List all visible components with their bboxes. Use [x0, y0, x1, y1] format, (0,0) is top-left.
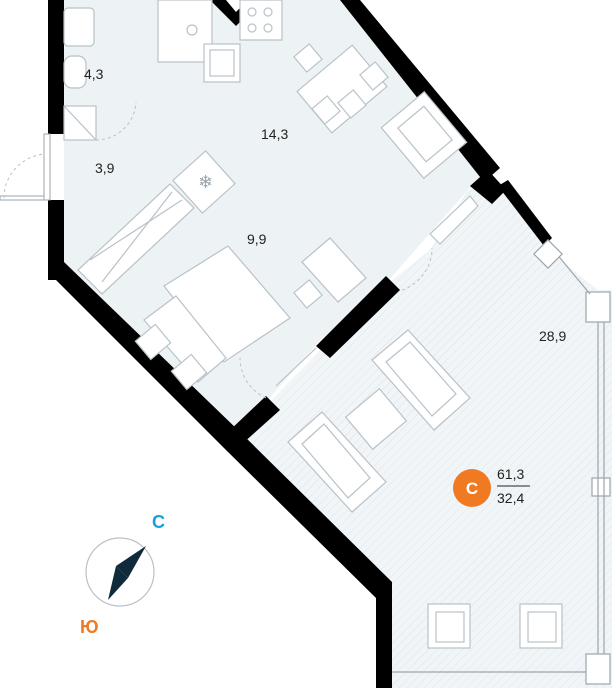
floor-living-room — [240, 182, 612, 688]
wall-left-bottom — [48, 200, 64, 280]
room-label-kitchen: 14,3 — [261, 126, 288, 142]
room-label-hall: 3,9 — [95, 160, 115, 176]
compass-needle-south — [108, 566, 128, 600]
bedroom-fixtures: ❄ — [77, 150, 433, 399]
apartment-badge — [453, 469, 491, 507]
room-label-living: 28,9 — [539, 328, 566, 344]
area-summary: С 61,3 32,4 — [453, 466, 530, 507]
total-area: 61,3 — [497, 466, 524, 482]
entrance-door — [0, 133, 51, 201]
window-frame-right — [392, 239, 611, 685]
wall-left-top — [48, 0, 64, 134]
wall-partition-lower — [228, 396, 280, 444]
bathroom-fixtures — [63, 0, 213, 141]
compass: С Ю — [80, 512, 165, 637]
svg-text:❄: ❄ — [198, 172, 213, 193]
wall-right-diagonal — [498, 180, 552, 246]
compass-needle-north — [116, 546, 146, 578]
living-area: 32,4 — [497, 490, 524, 506]
wall-partition — [316, 276, 400, 358]
room-label-bathroom: 4,3 — [84, 66, 104, 82]
wall-balcony-corner — [470, 170, 506, 204]
compass-south-label: Ю — [80, 617, 99, 637]
living-fixtures — [275, 195, 563, 649]
compass-north-label: С — [152, 512, 165, 532]
room-label-bedroom: 9,9 — [247, 231, 267, 247]
badge-letter: С — [466, 479, 478, 498]
kitchen-fixtures — [203, 0, 468, 180]
wall-diagonal-lower-left — [48, 262, 392, 688]
